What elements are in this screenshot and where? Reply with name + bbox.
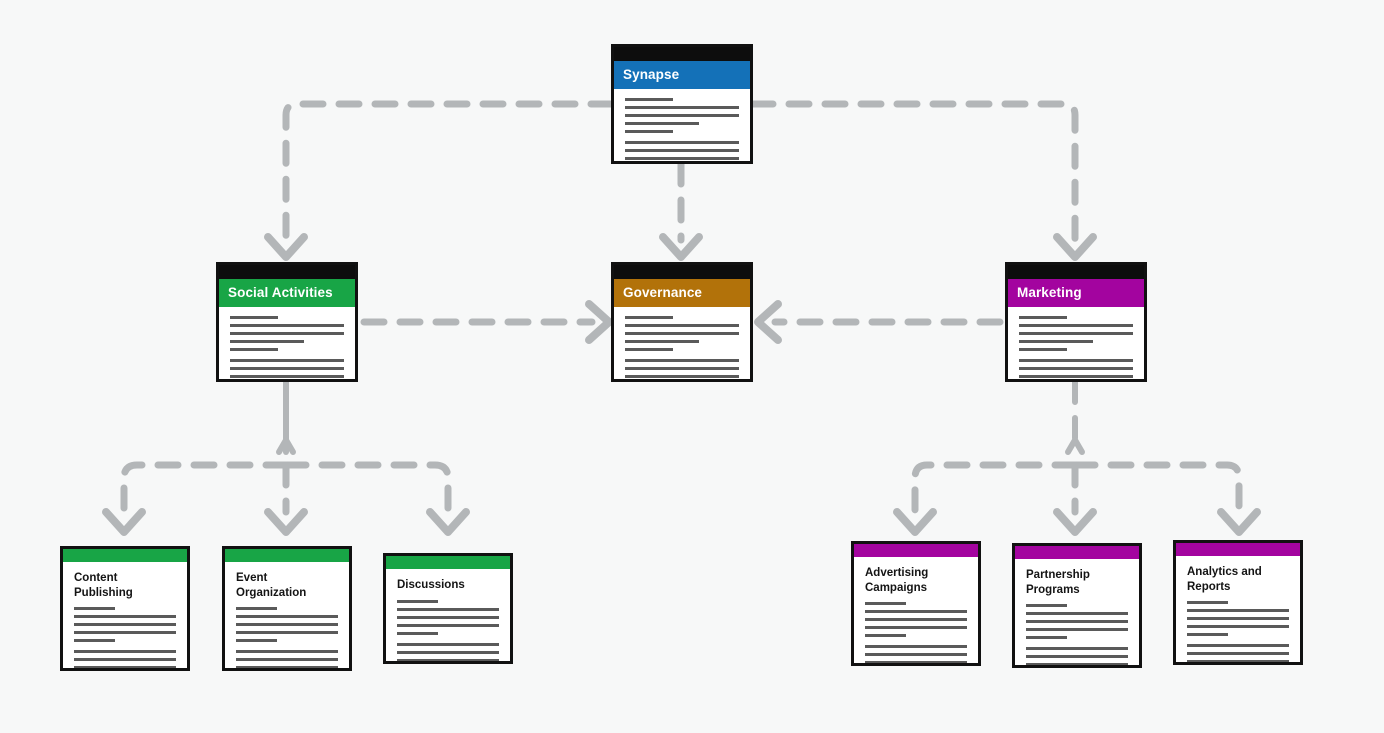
node-content-publishing[interactable]: Content Publishing [60,546,190,671]
node-title: Partnership Programs [1026,569,1090,596]
node-synapse[interactable]: Synapse [611,44,753,164]
node-color-strip [63,549,187,562]
node-text-lines [1026,604,1128,665]
node-text-lines [1187,601,1289,662]
node-advertising-campaigns[interactable]: Advertising Campaigns [851,541,981,666]
node-text-lines [230,316,344,379]
node-header-governance: Governance [614,279,750,307]
node-event-organization[interactable]: Event Organization [222,546,352,671]
node-title: Synapse [623,67,680,83]
node-text-lines [397,599,499,661]
node-title: Advertising Campaigns [865,567,929,594]
edge-marketing-to-governance [754,300,1004,344]
node-body: Event Organization [225,562,349,668]
node-body: Content Publishing [63,562,187,668]
node-body: Discussions [386,569,510,661]
node-title: Marketing [1017,285,1082,301]
edge-marketing-to-children [893,379,1261,536]
edge-synapse-to-marketing [749,100,1097,261]
node-title: Content Publishing [74,572,133,599]
edge-social-activities-to-governance [360,300,613,344]
node-title: Event Organization [236,572,307,599]
node-body [219,307,355,379]
node-body: Partnership Programs [1015,559,1139,665]
edge-social-activities-to-children [102,379,470,536]
node-header-social-activities: Social Activities [219,279,355,307]
node-body [614,307,750,379]
node-text-lines [74,607,176,668]
node-color-strip [386,556,510,569]
node-color-strip [854,544,978,557]
node-discussions[interactable]: Discussions [383,553,513,664]
node-color-strip [225,549,349,562]
node-title: Analytics and Reports [1187,566,1262,593]
node-text-lines [236,607,338,668]
node-top-black-bar [219,265,355,279]
node-partnership-programs[interactable]: Partnership Programs [1012,543,1142,668]
node-header-marketing: Marketing [1008,279,1144,307]
node-marketing[interactable]: Marketing [1005,262,1147,382]
node-top-black-bar [614,47,750,61]
node-body [1008,307,1144,379]
node-body: Advertising Campaigns [854,557,978,663]
node-social-activities[interactable]: Social Activities [216,262,358,382]
node-top-black-bar [1008,265,1144,279]
node-color-strip [1015,546,1139,559]
node-body: Analytics and Reports [1176,556,1300,662]
node-governance[interactable]: Governance [611,262,753,382]
node-text-lines [625,98,739,161]
node-text-lines [625,316,739,379]
node-analytics-and-reports[interactable]: Analytics and Reports [1173,540,1303,665]
node-header-synapse: Synapse [614,61,750,89]
node-title: Governance [623,285,703,301]
node-body [614,89,750,161]
edge-synapse-to-social-activities [264,100,615,261]
node-text-lines [1019,316,1133,379]
node-text-lines [865,602,967,663]
node-title: Social Activities [228,285,333,301]
edge-synapse-to-governance [659,160,703,261]
node-color-strip [1176,543,1300,556]
node-top-black-bar [614,265,750,279]
node-title: Discussions [397,579,465,591]
